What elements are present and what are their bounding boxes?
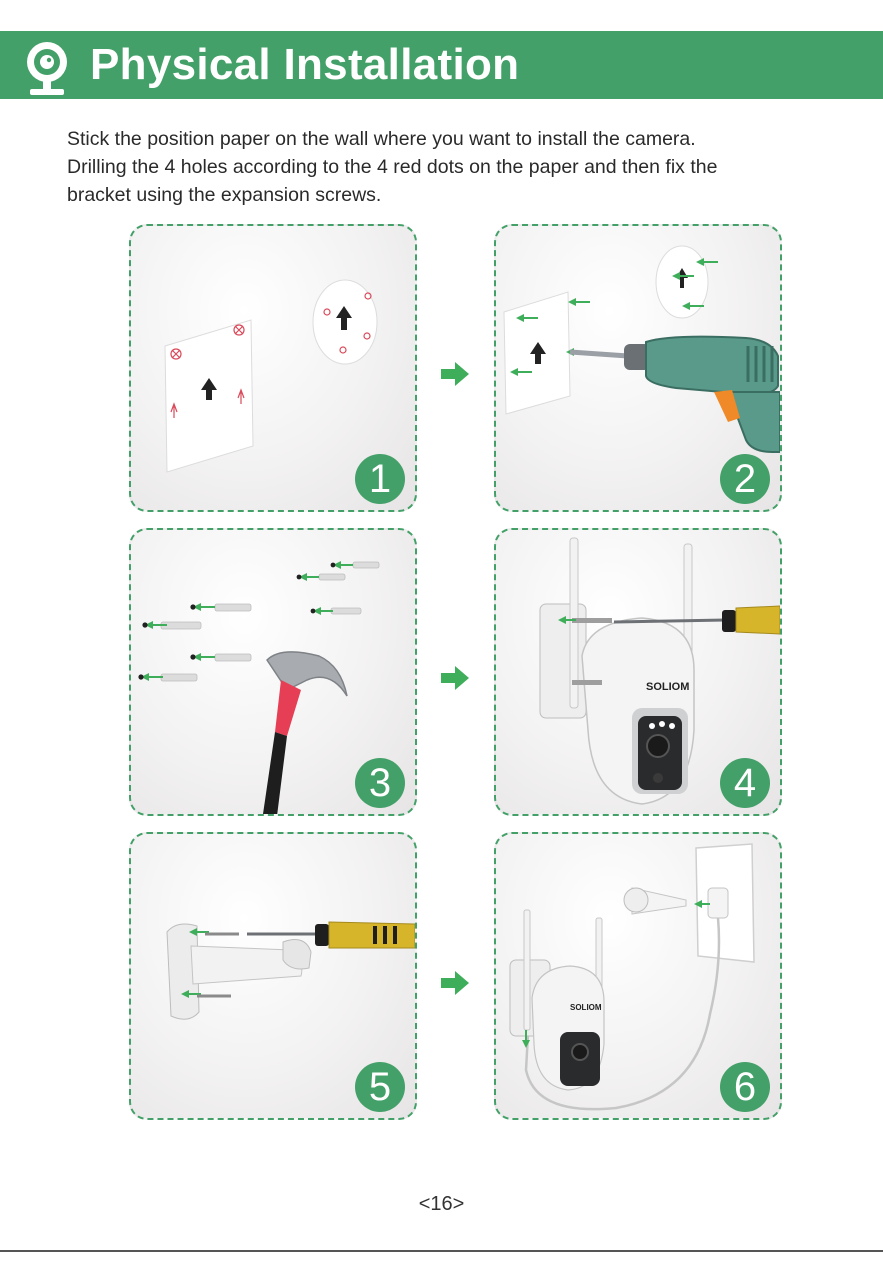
step-number: 5: [355, 1062, 405, 1112]
step-number: 3: [355, 758, 405, 808]
step-panel-3: 3: [129, 528, 417, 816]
arrow-right-icon: [441, 666, 469, 690]
footer-divider: [0, 1250, 883, 1252]
intro-line: Stick the position paper on the wall whe…: [67, 125, 867, 153]
step-panel-2: 2: [494, 224, 782, 512]
step-panel-1: 1: [129, 224, 417, 512]
step-number: 4: [720, 758, 770, 808]
arrow-right-icon: [441, 971, 469, 995]
brand-label: SOLIOM: [570, 1003, 602, 1012]
step-number: 1: [355, 454, 405, 504]
page-number: <16>: [0, 1193, 883, 1216]
step-panel-5: 5: [129, 832, 417, 1120]
step-number: 2: [720, 454, 770, 504]
step-number: 6: [720, 1062, 770, 1112]
header-bar: Physical Installation: [0, 31, 883, 99]
intro-text: Stick the position paper on the wall whe…: [67, 125, 867, 209]
step-panel-4: SOLIOM 4: [494, 528, 782, 816]
arrow-right-icon: [441, 362, 469, 386]
intro-line: Drilling the 4 holes according to the 4 …: [67, 153, 867, 181]
page-title: Physical Installation: [90, 39, 519, 91]
intro-line: bracket using the expansion screws.: [67, 181, 867, 209]
brand-label: SOLIOM: [646, 681, 689, 693]
step-panel-6: SOLIOM 6: [494, 832, 782, 1120]
camera-icon: [20, 37, 74, 99]
